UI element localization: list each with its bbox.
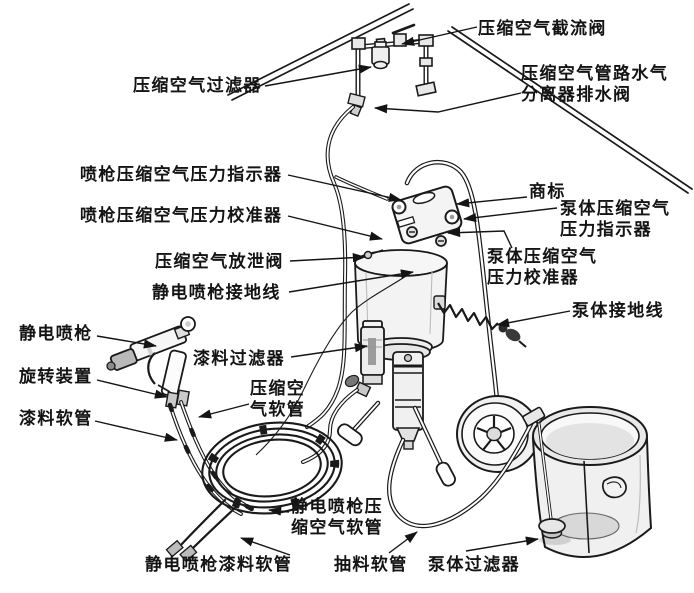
label-trademark: 商标 <box>529 182 566 201</box>
leader-paint-hose <box>94 420 179 442</box>
label-gun-paint-hose: 静电喷枪漆料软管 <box>145 555 293 574</box>
leader-pump-air-ind <box>462 207 558 223</box>
leader-pump-air-reg <box>446 227 513 249</box>
leader-lines <box>94 26 571 556</box>
ceiling-lines <box>227 3 693 194</box>
label-paint-filter: 漆料过滤器 <box>193 349 285 368</box>
gun-handle <box>160 349 187 398</box>
pump-filter-part <box>538 518 571 545</box>
gun-trigger <box>147 352 156 385</box>
pail-handle <box>601 476 627 499</box>
label-gun-ground-wire: 静电喷枪接地线 <box>152 283 281 302</box>
label-suction-hose: 抽料软管 <box>334 555 408 574</box>
spray-gun <box>106 316 196 409</box>
ground-wire-lug <box>433 295 446 310</box>
label-gun-air-pressure-regulator: 喷枪压缩空气压力校准器 <box>80 206 283 225</box>
leader-pump-ground <box>495 310 571 328</box>
cart-legs <box>337 400 456 487</box>
leader-suction <box>388 531 418 554</box>
leader-paint-filter <box>290 343 369 358</box>
label-pump-air-pressure-indicator: 泵体压缩空气压力指示器 <box>560 199 671 239</box>
pump-ground-wire-part <box>437 302 527 348</box>
leader-air-hose <box>197 403 250 419</box>
air-line-filter <box>371 41 390 70</box>
label-pump-air-pressure-regulator: 泵体压缩空气压力校准器 <box>487 247 598 287</box>
leader-pump-filter <box>465 536 540 552</box>
leader-gun <box>96 335 158 349</box>
label-separator-drain-valve: 压缩空气管路水气分离器排水阀 <box>521 64 669 104</box>
gun-ground-wire-part <box>255 271 413 456</box>
leader-gun-paint-hose <box>240 537 291 556</box>
label-air-filter: 压缩空气过滤器 <box>133 76 262 95</box>
leader-gun-air-reg <box>287 215 384 241</box>
label-gun-air-hose: 静电喷枪压缩空气软管 <box>291 497 383 537</box>
leader-air-filter <box>264 64 373 87</box>
suction-hose-part <box>386 406 553 529</box>
trademark-plate <box>412 191 436 205</box>
leader-trademark <box>455 196 528 208</box>
leader-air-shutoff <box>400 26 478 46</box>
leader-gun-air-hose <box>267 506 290 516</box>
air-manifold <box>347 23 437 118</box>
compressed-air-hose-main <box>305 105 389 429</box>
label-air-bleed-valve: 压缩空气放泄阀 <box>155 252 284 271</box>
paint-filter-part <box>344 320 385 398</box>
bleed-valve-part <box>363 250 373 260</box>
label-gun-air-pressure-indicator: 喷枪压缩空气压力指示器 <box>80 165 283 184</box>
manifold-elbow-left <box>351 37 366 50</box>
paint-pail <box>531 406 653 558</box>
label-pump-filter: 泵体过滤器 <box>428 555 520 574</box>
label-paint-hose: 漆料软管 <box>19 409 93 428</box>
leader-bleed <box>289 253 367 263</box>
manifold-elbow-right <box>418 34 434 47</box>
leader-gun-air-ind <box>287 174 403 202</box>
cart-wheel <box>456 395 540 473</box>
label-pump-ground-wire: 泵体接地线 <box>572 301 664 320</box>
paint-hose-from-filter <box>301 388 359 464</box>
separator-drain-valve-part <box>347 92 366 118</box>
leader-separator-drain <box>373 92 522 114</box>
coil-tails <box>165 498 238 563</box>
label-air-shutoff-valve: 压缩空气截流阀 <box>478 19 607 38</box>
label-air-hose: 压缩空气软管 <box>250 379 306 419</box>
shutoff-valve-lever <box>391 23 416 35</box>
leader-gun-ground <box>288 269 415 293</box>
leader-rotating <box>96 379 169 399</box>
label-rotating-device: 旋转装置 <box>19 367 93 386</box>
label-electrostatic-gun: 静电喷枪 <box>19 324 93 343</box>
